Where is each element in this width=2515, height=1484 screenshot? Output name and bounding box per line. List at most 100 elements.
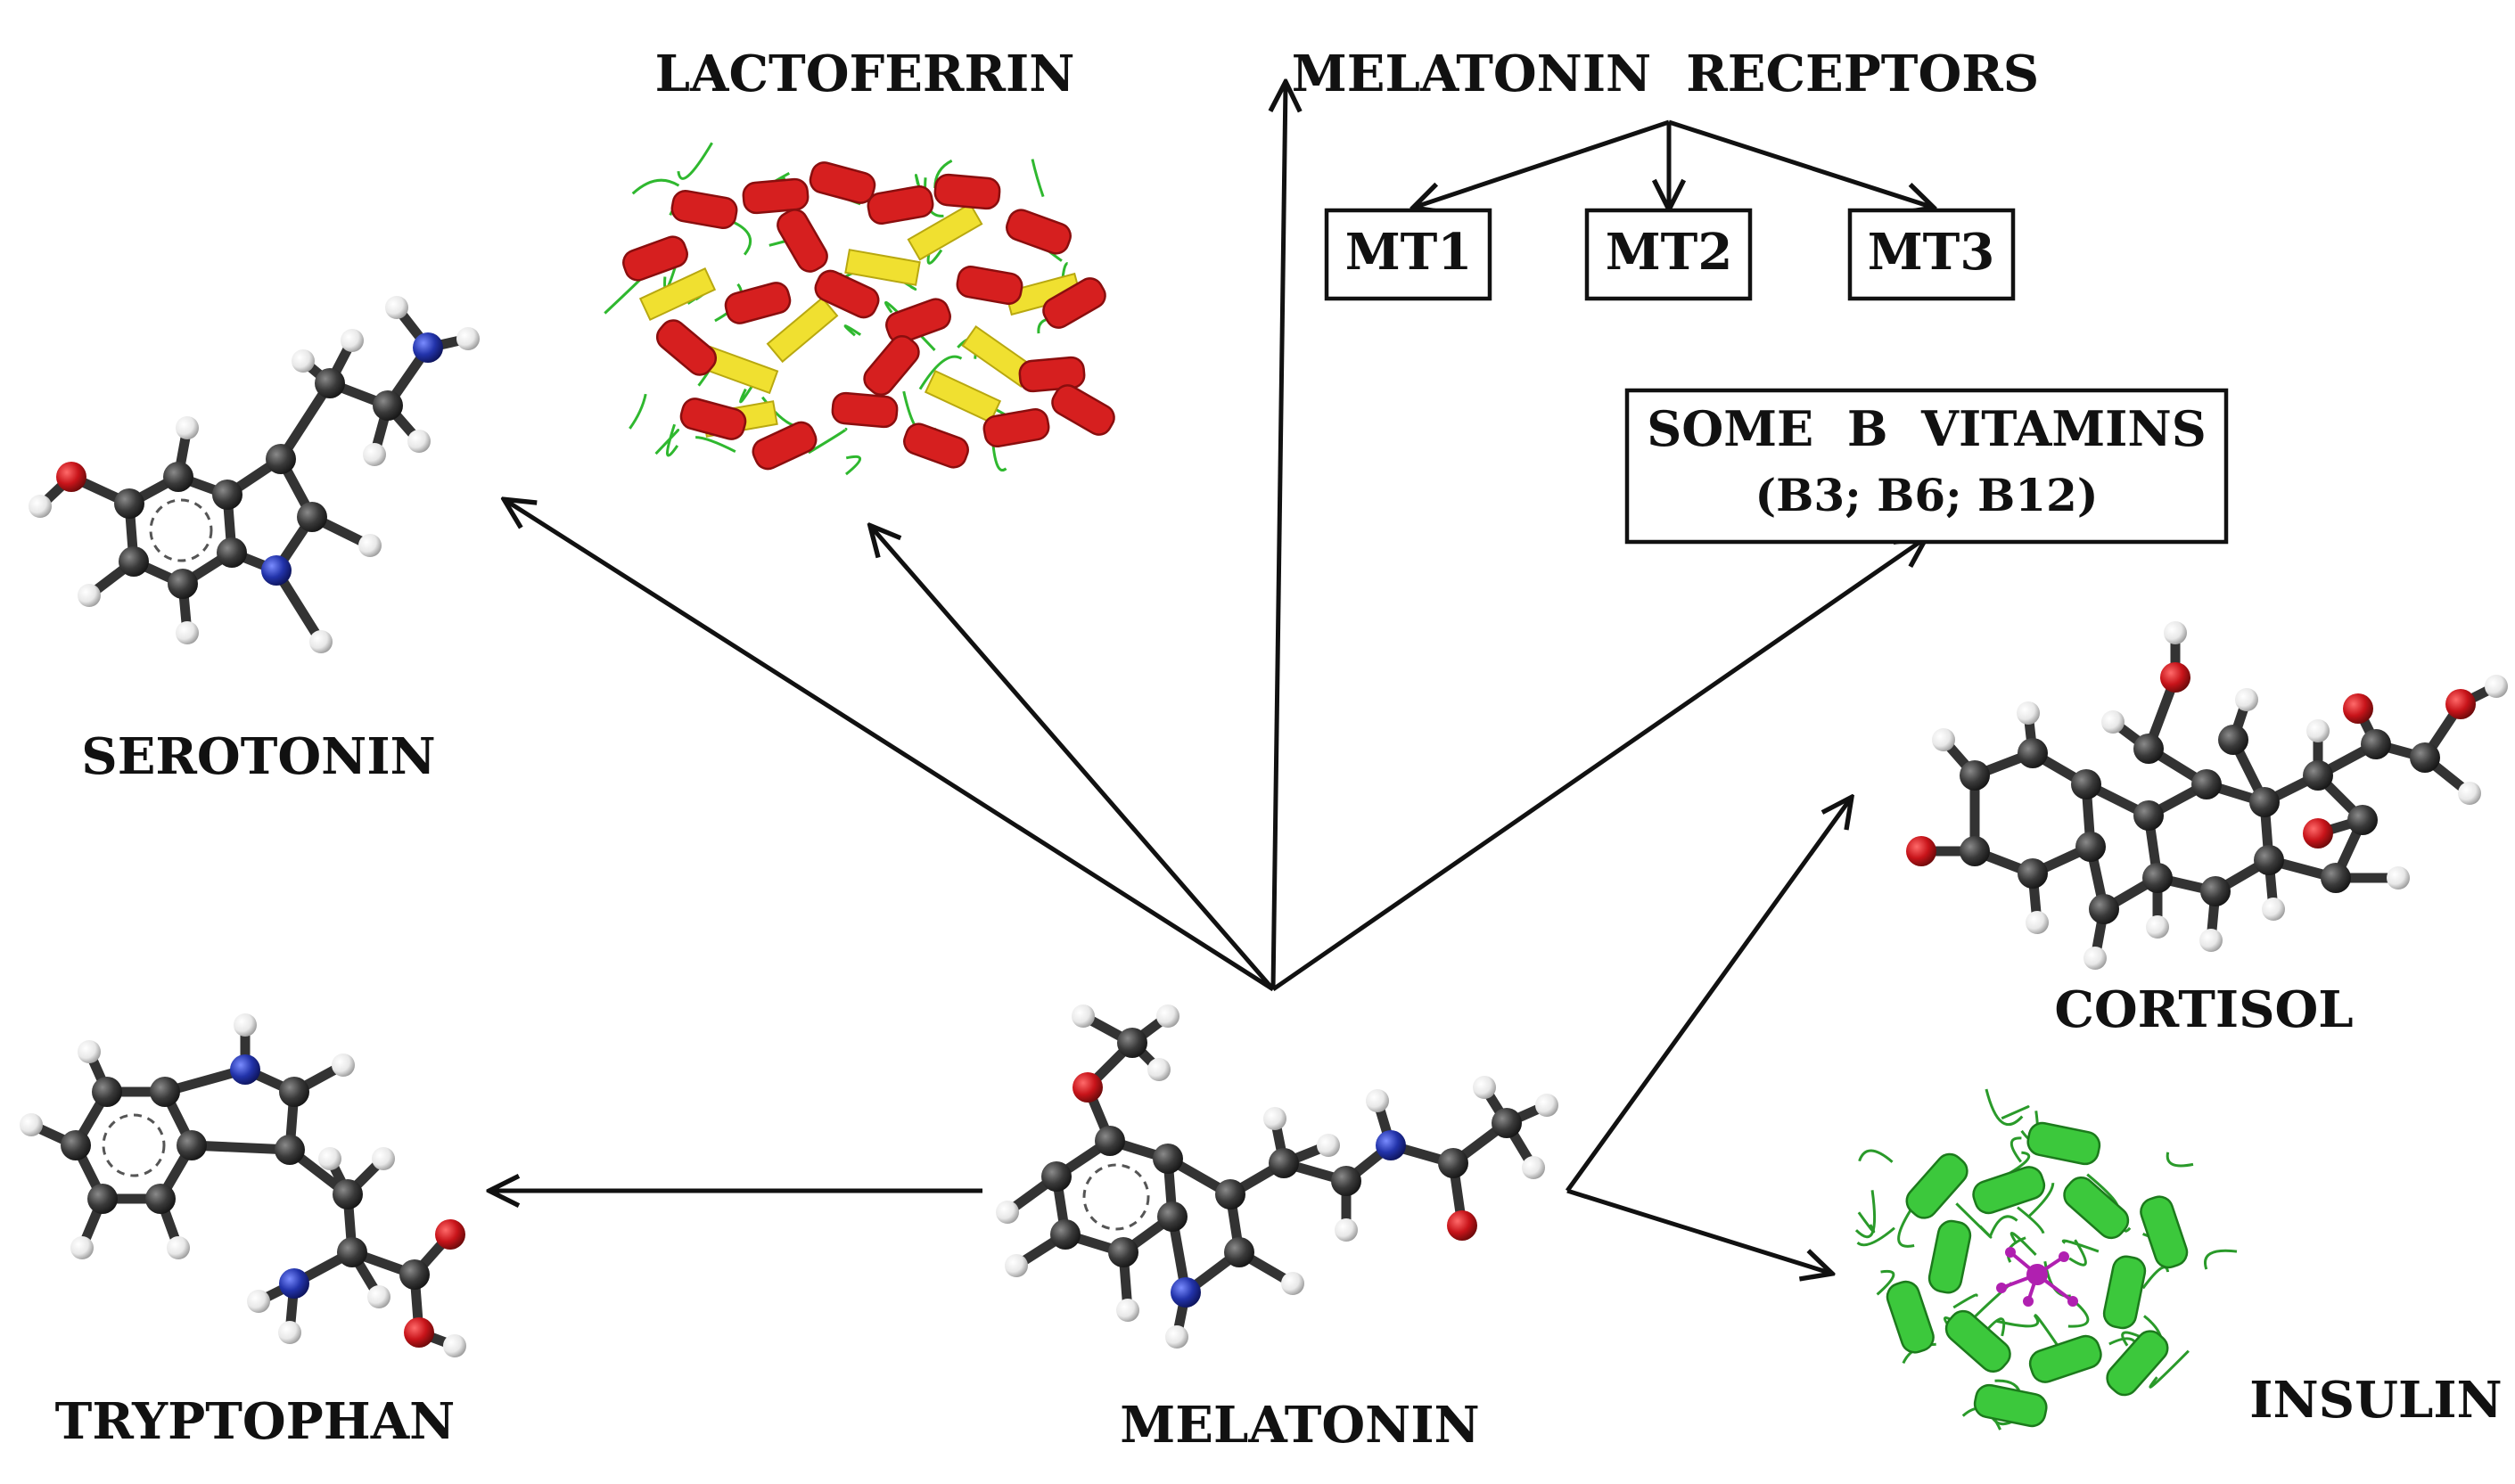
- hydrogen-atom: [20, 1113, 43, 1136]
- hydrogen-atom: [2026, 911, 2049, 934]
- beta-strand: [907, 202, 983, 261]
- arrow-to-serotonin: [506, 501, 1275, 992]
- alpha-helix: [867, 184, 934, 225]
- carbon-atom: [337, 1237, 367, 1267]
- ligand-atom: [2059, 1251, 2069, 1262]
- alpha-helix: [1018, 356, 1086, 393]
- hydrogen-atom: [1072, 1004, 1095, 1028]
- hydrogen-atom: [1116, 1299, 1139, 1322]
- oxygen-atom: [1447, 1210, 1477, 1241]
- hydrogen-atom: [1281, 1272, 1304, 1295]
- carbon-atom: [119, 546, 149, 577]
- oxygen-atom: [2160, 662, 2190, 693]
- hydrogen-atom: [1932, 728, 1955, 751]
- alpha-helix: [1051, 384, 1115, 436]
- mt3-label: MT3: [1868, 223, 1995, 282]
- hydrogen-atom: [2017, 701, 2040, 725]
- carbon-atom: [217, 537, 247, 568]
- alpha-helices: [622, 161, 1115, 471]
- aromatic-ring: [1082, 1163, 1150, 1231]
- carbon-atom: [1117, 1028, 1147, 1058]
- carbon-atom: [2321, 863, 2351, 893]
- alpha-helix: [863, 334, 920, 397]
- carbon-atom: [1224, 1237, 1254, 1267]
- atoms: [1906, 621, 2508, 970]
- coil-loop: [2001, 1105, 2030, 1120]
- carbon-atom: [2191, 769, 2222, 799]
- alpha-helix: [1006, 209, 1072, 255]
- alpha-helix: [2063, 1177, 2130, 1240]
- aromatic-ring: [149, 498, 213, 562]
- mt1-label: MT1: [1345, 223, 1473, 282]
- arrow-to-lactoferrin: [872, 528, 1275, 991]
- hydrogen-atom: [292, 349, 315, 373]
- arrow-to-vitamins: [1271, 539, 1924, 992]
- carbon-atom: [1438, 1148, 1468, 1178]
- carbon-atom: [2075, 832, 2106, 862]
- alpha-helix: [1972, 1166, 2046, 1215]
- hydrogen-atom: [341, 329, 364, 352]
- beta-strand: [844, 249, 921, 286]
- alpha-helices: [1886, 1121, 2189, 1428]
- beta-strand: [924, 369, 1002, 424]
- hydrogen-atom: [456, 327, 480, 350]
- lactoferrin-model: [604, 142, 1115, 476]
- hydrogen-atom: [2235, 688, 2258, 711]
- ligand-atom: [1996, 1283, 2007, 1293]
- carbon-atom: [1041, 1161, 1072, 1192]
- coil-loop: [1857, 1211, 1876, 1234]
- coil-loop: [2166, 1152, 2194, 1168]
- hydrogen-atom: [2164, 621, 2187, 644]
- carbon-atom: [2347, 805, 2378, 835]
- hydrogen-atom: [1522, 1156, 1545, 1179]
- hydrogen-atom: [176, 621, 199, 644]
- hydrogen-atom: [1335, 1218, 1358, 1242]
- tryptophan-model: [20, 1013, 466, 1357]
- arrow-to-insulin: [1566, 1188, 1829, 1273]
- carbon-atom: [92, 1077, 122, 1107]
- alpha-helix: [724, 282, 792, 324]
- hydrogen-atom: [2306, 719, 2330, 742]
- coil-loop: [1876, 1269, 1895, 1296]
- coil-loop: [2017, 1206, 2045, 1234]
- hydrogen-atom: [176, 416, 199, 439]
- hydrogen-atom: [2387, 866, 2410, 890]
- hydrogen-atom: [2146, 915, 2169, 939]
- coil-loop: [666, 423, 679, 457]
- coil-loop: [2010, 1136, 2023, 1163]
- coil-loop: [1952, 1293, 1978, 1309]
- hydrogen-atom: [78, 584, 101, 607]
- carbon-atom: [1095, 1126, 1125, 1156]
- alpha-helix: [1042, 277, 1106, 329]
- coil-loop: [2061, 1239, 2100, 1253]
- atoms: [29, 296, 480, 653]
- carbon-atom: [2018, 738, 2048, 768]
- carbon-atom: [61, 1130, 91, 1160]
- hydrogen-atom: [1263, 1107, 1286, 1130]
- coil-loop: [2010, 1232, 2037, 1256]
- carbon-atom: [212, 480, 242, 510]
- hydrogen-atom: [2199, 929, 2223, 952]
- coil-loop: [2026, 1183, 2055, 1218]
- carbon-atom: [2142, 863, 2173, 893]
- hydrogen-atom: [372, 1147, 395, 1170]
- oxygen-atom: [404, 1317, 434, 1348]
- mt1-box: [1324, 208, 1492, 301]
- lactoferrin-label: LACTOFERRIN: [655, 45, 1075, 103]
- oxygen-atom: [1073, 1072, 1103, 1103]
- alpha-helix: [933, 173, 1001, 210]
- alpha-helix: [1905, 1152, 1968, 1219]
- oxygen-atom: [435, 1219, 465, 1250]
- oxygen-atom: [2303, 818, 2333, 849]
- hydrogen-atom: [167, 1236, 190, 1259]
- receptor-boxes: [1324, 208, 2229, 545]
- coil-loop: [677, 142, 713, 180]
- carbon-atom: [177, 1130, 207, 1160]
- coil-loop: [1031, 159, 1045, 198]
- beta-strand: [766, 296, 839, 364]
- carbon-atom: [2410, 742, 2440, 773]
- carbon-atom: [333, 1179, 363, 1209]
- alpha-helix: [982, 407, 1050, 448]
- coil-loop: [1985, 1088, 2024, 1127]
- coil-loop: [629, 393, 647, 430]
